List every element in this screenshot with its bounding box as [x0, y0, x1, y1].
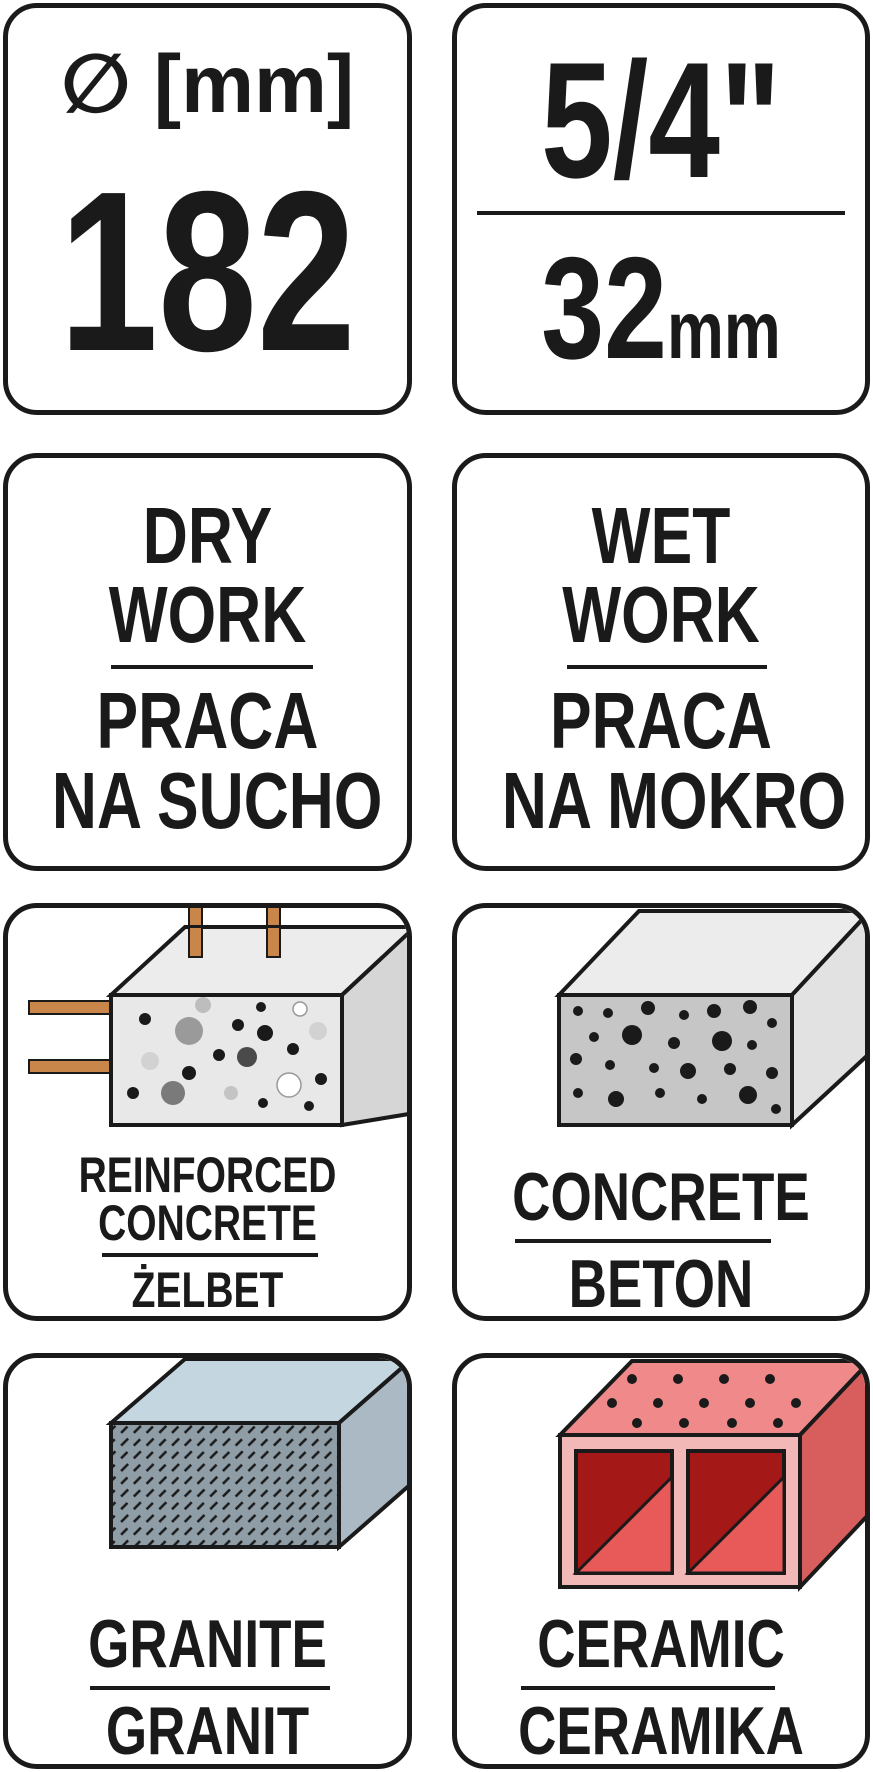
ceramic-en: CERAMIC	[537, 1606, 785, 1682]
concrete-tile: CONCRETE BETON	[452, 903, 870, 1321]
brick-cavity-right	[684, 1449, 786, 1575]
thread-mm-value: 32	[541, 227, 668, 389]
granite-divider	[90, 1686, 330, 1690]
granite-tile: GRANITE GRANIT	[3, 1353, 412, 1769]
thread-divider	[477, 211, 845, 215]
diameter-icon: ∅	[60, 39, 131, 130]
concrete-pl: BETON	[568, 1246, 754, 1321]
dry-work-divider	[111, 665, 313, 669]
reinforced-concrete-pl: ŻELBET	[131, 1262, 284, 1318]
concrete-en: CONCRETE	[512, 1159, 810, 1235]
block-face	[557, 993, 794, 1127]
wet-work-pl-line2: NA MOKRO	[501, 756, 847, 845]
concrete-block-icon	[554, 909, 865, 1130]
wet-work-divider	[567, 665, 767, 669]
thread-size-tile: 5/4" 32mm	[452, 3, 870, 415]
ceramic-brick-icon	[555, 1359, 865, 1593]
dry-work-pl-line2: NA SUCHO	[51, 756, 383, 845]
brick-cavity-left	[572, 1449, 674, 1575]
dry-work-line1: DRY	[142, 491, 273, 580]
reinforced-concrete-tile: REINFORCED CONCRETE ŻELBET	[3, 903, 412, 1321]
dry-work-pl-line1: PRACA	[96, 676, 319, 765]
diameter-unit: [mm]	[153, 39, 355, 130]
concrete-divider	[515, 1239, 771, 1243]
wet-work-tile: WET WORK PRACA NA MOKRO	[452, 453, 870, 871]
thread-mm-unit: mm	[667, 285, 781, 376]
wet-work-line1: WET	[591, 491, 731, 580]
aggregate-dots	[570, 1000, 781, 1114]
reinforced-concrete-divider	[102, 1253, 318, 1257]
diameter-value: 182	[59, 145, 356, 399]
ceramic-divider	[521, 1686, 775, 1690]
wet-work-line2: WORK	[562, 570, 760, 659]
brick-top-holes	[607, 1374, 801, 1428]
dry-work-line2: WORK	[108, 570, 307, 659]
ceramic-tile: CERAMIC CERAMIKA	[452, 1353, 870, 1769]
ceramic-pl: CERAMIKA	[518, 1693, 804, 1769]
granite-block-icon	[105, 1358, 407, 1552]
thread-inch: 5/4"	[541, 28, 781, 212]
reinforced-concrete-line2: CONCRETE	[98, 1195, 317, 1251]
diameter-header: ∅ [mm]	[8, 44, 407, 126]
diameter-tile: ∅ [mm] 182	[3, 3, 412, 415]
reinforced-concrete-line1: REINFORCED	[78, 1147, 337, 1203]
rebar-concrete-block-icon	[28, 908, 407, 1128]
wet-work-pl-line1: PRACA	[550, 676, 772, 765]
granite-en: GRANITE	[88, 1606, 327, 1682]
thread-mm: 32mm	[502, 236, 820, 381]
dry-work-tile: DRY WORK PRACA NA SUCHO	[3, 453, 412, 871]
granite-pl: GRANIT	[105, 1693, 310, 1769]
block-face	[109, 1421, 341, 1549]
aggregate-dots	[127, 997, 327, 1111]
